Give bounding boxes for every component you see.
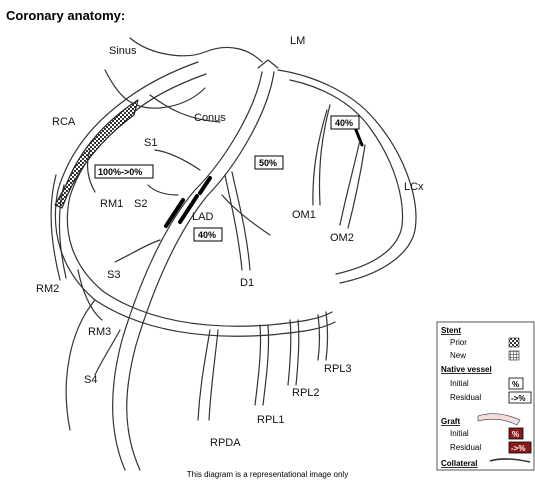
label-s4: S4 (84, 374, 97, 386)
prior-stent-swatch-icon (509, 338, 519, 347)
annotation-rca-stenosis: 100%->0% (98, 167, 142, 177)
legend-native-initial: Initial (450, 379, 469, 388)
legend: Stent Prior New Native vessel Initial % … (437, 322, 534, 470)
legend-graft-initial-symbol: % (512, 430, 519, 439)
label-rm3: RM3 (88, 326, 111, 338)
label-rm2: RM2 (36, 283, 59, 295)
label-rpl3: RPL3 (324, 363, 352, 375)
legend-collateral: Collateral (441, 459, 477, 468)
rpda-branch (198, 330, 210, 420)
new-stent-swatch-icon (509, 351, 519, 360)
legend-graft-residual: Residual (450, 443, 481, 452)
label-lcx: LCx (404, 181, 424, 193)
legend-native-residual-symbol: ->% (511, 394, 525, 403)
label-rca: RCA (52, 116, 76, 128)
lcx-vessel (278, 70, 416, 283)
legend-native-initial-symbol: % (512, 380, 519, 389)
legend-stent-header: Stent (441, 326, 461, 335)
label-om2: OM2 (330, 232, 354, 244)
legend-graft-initial: Initial (450, 429, 469, 438)
legend-new: New (450, 351, 466, 360)
legend-graft-residual-symbol: ->% (511, 444, 525, 453)
annotation-lad-proximal: 50% (259, 158, 277, 168)
label-om1: OM1 (292, 209, 316, 221)
s3-branch (115, 240, 160, 262)
label-s2: S2 (134, 198, 147, 210)
label-sinus: Sinus (109, 45, 137, 57)
label-rm1: RM1 (100, 198, 123, 210)
label-rpl1: RPL1 (257, 414, 285, 426)
rpl2-branch (288, 320, 291, 385)
label-s3: S3 (107, 269, 120, 281)
label-conus: Conus (194, 112, 226, 124)
label-lad: LAD (192, 211, 213, 223)
d1-branch (225, 175, 242, 270)
annotation-lcx: 40% (335, 118, 353, 128)
label-s1: S1 (144, 137, 157, 149)
rpl1-branch (255, 325, 261, 405)
label-rpl2: RPL2 (292, 387, 320, 399)
label-rpda: RPDA (210, 437, 241, 449)
legend-graft-header: Graft (441, 417, 460, 426)
label-d1: D1 (240, 277, 254, 289)
legend-native-header: Native vessel (441, 365, 492, 374)
annotation-lad-mid: 40% (198, 230, 216, 240)
s1-branch (155, 150, 200, 170)
legend-native-residual: Residual (450, 393, 481, 402)
disclaimer-caption: This diagram is a representational image… (0, 470, 535, 479)
om2-branch (340, 140, 360, 225)
s2-branch (148, 185, 178, 195)
rpl3-branch (318, 315, 320, 360)
label-lm: LM (290, 35, 305, 47)
legend-prior: Prior (450, 338, 467, 347)
